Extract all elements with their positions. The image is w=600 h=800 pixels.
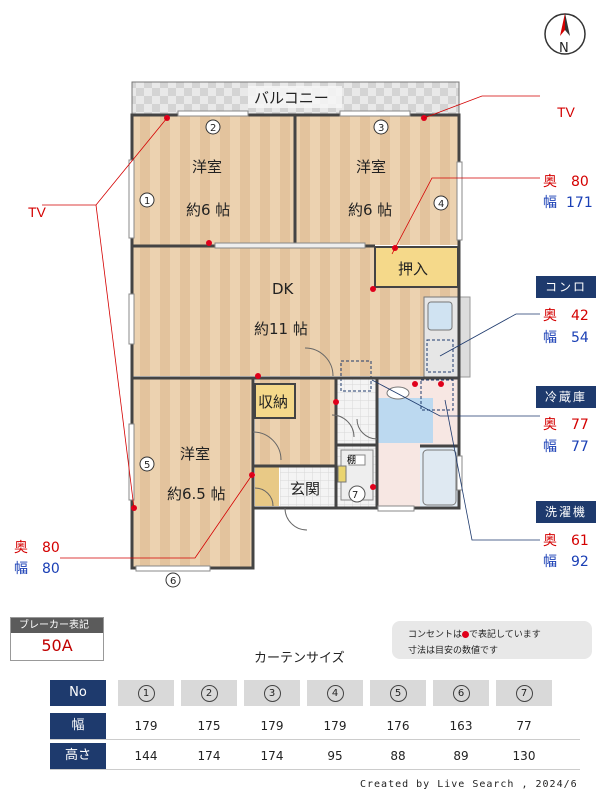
room2-name: 洋室	[356, 158, 386, 176]
curtain-height-1: 144	[134, 749, 158, 763]
western-room-1	[133, 115, 294, 245]
curtain-no-1: 1	[137, 685, 155, 702]
floor-plan: N バルコニー 押入 収納 7 棚	[14, 13, 593, 588]
room1-size: 約6 帖	[186, 201, 230, 219]
breaker-label: ブレーカー表記	[11, 618, 103, 633]
room3-name: 洋室	[180, 445, 210, 463]
washbasin-area	[378, 398, 433, 443]
konro-title: コンロ	[536, 276, 596, 298]
outlet-dot-icon	[462, 631, 470, 638]
dk-size: 約11 帖	[254, 320, 308, 338]
curtain-no-4: 4	[326, 685, 344, 702]
oshiire-depth: 80	[571, 174, 589, 190]
credit-text: Created by Live Search , 2024/6	[360, 779, 578, 790]
tv-label-right: TV	[557, 104, 576, 120]
curtain-width-2: 175	[197, 719, 221, 733]
konro-width: 54	[571, 330, 589, 346]
legend-note: コンセントはで表記しています 寸法は目安の数値です	[392, 621, 592, 659]
window-numbers: 2 3 1 4 5 6	[139, 119, 449, 588]
svg-text:幅: 幅	[543, 554, 557, 570]
toilet-icon	[348, 485, 366, 503]
room3-size: 約6.5 帖	[167, 485, 226, 503]
curtain-title: カーテンサイズ	[254, 651, 345, 666]
curtain-height-4: 95	[327, 749, 343, 763]
curtain-no-5: 5	[389, 685, 407, 702]
svg-text:奥: 奥	[543, 307, 557, 324]
svg-text:幅: 幅	[543, 439, 557, 455]
header-width: 幅	[50, 713, 106, 739]
washer-width: 92	[571, 554, 589, 570]
washer-depth: 61	[571, 533, 589, 549]
curtain-height-2: 174	[197, 749, 221, 763]
shuno-label: 収納	[258, 393, 288, 411]
curtain-width-5: 176	[386, 719, 410, 733]
tana-label: 棚	[347, 454, 356, 466]
breaker-box: ブレーカー表記 50A	[10, 617, 104, 661]
window-num-6: 6	[170, 576, 176, 587]
breaker-value: 50A	[41, 636, 73, 655]
dk-name: DK	[272, 280, 295, 298]
fridge-depth: 77	[571, 417, 589, 433]
svg-text:奥: 奥	[543, 532, 557, 549]
tv-leaders	[42, 95, 540, 559]
western-room-3	[133, 378, 253, 568]
curtain-no-3: 3	[263, 685, 281, 702]
shuno	[254, 383, 296, 419]
curtain-no-7: 7	[515, 685, 533, 702]
curtain-height-6: 89	[453, 749, 469, 763]
curtain-width-1: 179	[134, 719, 158, 733]
window-num-4: 4	[438, 199, 444, 210]
svg-text:幅: 幅	[543, 195, 557, 211]
genkan-label: 玄関	[290, 480, 320, 498]
konro-depth: 42	[571, 308, 589, 324]
genkan-floor	[280, 466, 335, 506]
fridge-space	[340, 360, 372, 392]
curtain-width-6: 163	[449, 719, 473, 733]
window-num-2: 2	[210, 123, 216, 134]
curtain-no-6: 6	[452, 685, 470, 702]
windows	[128, 110, 463, 572]
curtain-width-3: 179	[260, 719, 284, 733]
reizouko-title: 冷蔵庫	[536, 386, 596, 408]
room1-name: 洋室	[192, 158, 222, 176]
bathtub	[422, 449, 457, 506]
appliance-leaders	[371, 313, 540, 541]
svg-text:幅: 幅	[543, 330, 557, 346]
svg-text:幅: 幅	[14, 561, 28, 577]
curtain-width-7: 77	[516, 719, 532, 733]
outlet-markers	[131, 115, 444, 511]
compass-icon: N	[544, 13, 586, 56]
shuno-width: 80	[42, 561, 60, 577]
curtain-height-5: 88	[390, 749, 406, 763]
svg-text:奥: 奥	[543, 173, 557, 190]
western-room-2	[296, 115, 459, 245]
compass-label: N	[559, 41, 569, 56]
curtain-height-3: 174	[260, 749, 284, 763]
curtain-width-4: 179	[323, 719, 347, 733]
fridge-width: 77	[571, 439, 589, 455]
curtain-height-7: 130	[512, 749, 536, 763]
window-num-5: 5	[144, 460, 150, 471]
header-height: 高さ	[50, 743, 106, 769]
oshiire-label: 押入	[398, 260, 428, 278]
curtain-no-2: 2	[200, 685, 218, 702]
header-no: No	[50, 680, 106, 706]
svg-text:奥: 奥	[14, 539, 28, 556]
room2-size: 約6 帖	[348, 201, 392, 219]
washer-space	[420, 379, 454, 411]
balcony-label: バルコニー	[254, 89, 329, 107]
svg-text:7: 7	[352, 490, 358, 501]
window-num-3: 3	[378, 123, 384, 134]
shuno-depth: 80	[42, 540, 60, 556]
tv-label-left: TV	[28, 204, 47, 220]
svg-text:奥: 奥	[543, 416, 557, 433]
sentakuki-title: 洗濯機	[536, 501, 596, 523]
window-num-1: 1	[144, 196, 150, 207]
oshiire-width: 171	[566, 195, 593, 211]
